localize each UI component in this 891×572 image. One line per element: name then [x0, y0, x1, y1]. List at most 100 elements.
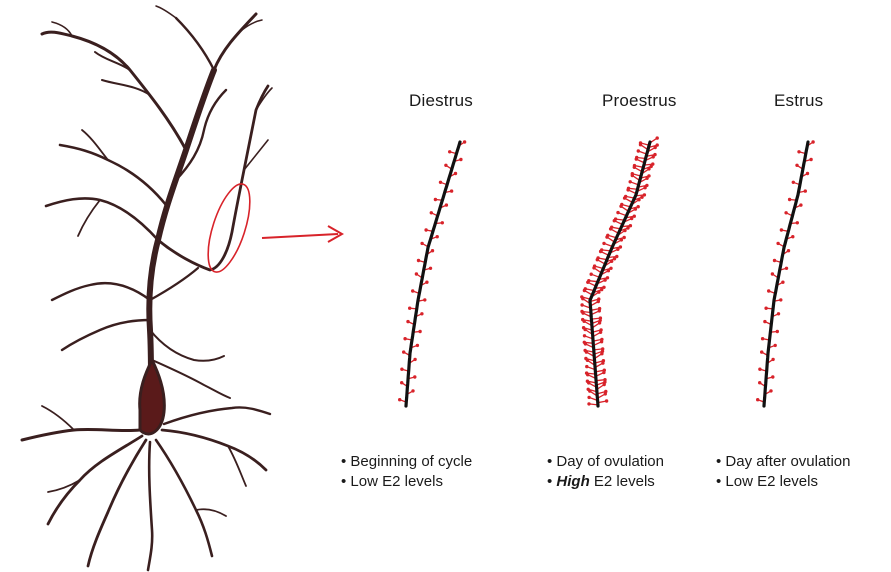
spine-head — [454, 172, 457, 175]
spine-head — [441, 221, 444, 224]
spine-head — [398, 398, 401, 401]
spine-head — [415, 272, 418, 275]
spine-head — [599, 331, 602, 334]
spine-head — [423, 298, 426, 301]
spine-head — [448, 150, 451, 153]
bullet-line: • Beginning of cycle — [341, 452, 472, 472]
spine-head — [637, 205, 640, 208]
spine-head — [652, 155, 655, 158]
spine-head — [598, 309, 601, 312]
spine-head — [769, 389, 772, 392]
spine-head — [445, 203, 448, 206]
spine-head — [791, 235, 794, 238]
spine-head — [586, 281, 589, 284]
spine-head — [586, 359, 589, 362]
spine-head — [760, 350, 763, 353]
spine-head — [408, 307, 411, 310]
spine-head — [420, 312, 423, 315]
spine-head — [603, 278, 606, 281]
spine-head — [607, 269, 610, 272]
spine-head — [620, 238, 623, 241]
spine-head — [787, 249, 790, 252]
spine-head — [581, 311, 584, 314]
spine-head — [626, 188, 629, 191]
spine-head — [792, 181, 795, 184]
spine-head — [583, 334, 586, 337]
spine-head — [623, 229, 626, 232]
spine-head — [431, 249, 434, 252]
spine-head — [402, 350, 405, 353]
spine-head — [436, 235, 439, 238]
spine-head — [420, 242, 423, 245]
spine-head — [604, 392, 607, 395]
spine-head — [771, 358, 774, 361]
spine-head — [781, 281, 784, 284]
bullet-line: • High E2 levels — [547, 472, 664, 492]
spine-head — [629, 180, 632, 183]
title-proestrus: Proestrus — [602, 91, 677, 111]
spine-head — [758, 368, 761, 371]
spine-head — [795, 164, 798, 167]
spine-head — [779, 298, 782, 301]
spine-head — [585, 365, 588, 368]
spine-head — [780, 228, 783, 231]
spine-head — [630, 217, 633, 220]
spine-head — [637, 198, 640, 201]
spine-head — [586, 373, 589, 376]
spine-head — [434, 198, 437, 201]
spine-head — [400, 381, 403, 384]
spine-head — [459, 158, 462, 161]
spine-head — [796, 221, 799, 224]
spine-head — [774, 344, 777, 347]
spine-head — [764, 307, 767, 310]
spine-head — [599, 250, 602, 253]
spine-head — [763, 320, 766, 323]
spine-head — [773, 259, 776, 262]
spine-head — [631, 174, 634, 177]
dendrite-diestrus — [398, 140, 466, 406]
spine-head — [400, 368, 403, 371]
title-estrus: Estrus — [774, 91, 823, 111]
bullets-proestrus: • Day of ovulation • High E2 levels — [547, 452, 664, 492]
spine-head — [626, 226, 629, 229]
spine-head — [785, 267, 788, 270]
spine-head — [584, 342, 587, 345]
dendrite-shaft — [406, 142, 460, 406]
spine-head — [600, 352, 603, 355]
spine-head — [592, 266, 595, 269]
spine-head — [597, 290, 600, 293]
bullet-line: • Day of ovulation — [547, 452, 664, 472]
spine-head — [450, 189, 453, 192]
spine-head — [587, 402, 590, 405]
spine-head — [411, 289, 414, 292]
spine-head — [602, 371, 605, 374]
spine-head — [619, 245, 622, 248]
pointer-arrow — [262, 234, 338, 238]
spine-head — [601, 361, 604, 364]
dendrite-proestrus — [580, 136, 659, 406]
spine-head — [616, 248, 619, 251]
dendrite-estrus — [756, 140, 815, 406]
pyramidal-neuron-illustration — [22, 6, 272, 570]
bullets-estrus: • Day after ovulation • Low E2 levels — [716, 452, 851, 492]
spine-head — [425, 281, 428, 284]
spine-head — [588, 389, 591, 392]
spine-head — [639, 143, 642, 146]
spine-head — [463, 140, 466, 143]
spine-head — [809, 158, 812, 161]
spine-head — [797, 150, 800, 153]
spine-head — [583, 328, 586, 331]
spine-head — [647, 167, 650, 170]
spine-head — [581, 297, 584, 300]
spine-head — [597, 300, 600, 303]
spine-head — [806, 172, 809, 175]
dendrite-shaft — [764, 142, 808, 406]
spine-head — [424, 228, 427, 231]
spine-head — [413, 375, 416, 378]
spine-head — [635, 157, 638, 160]
spine-head — [633, 215, 636, 218]
spine-head — [654, 146, 657, 149]
spine-head — [640, 196, 643, 199]
bullet-line: • Low E2 levels — [341, 472, 472, 492]
